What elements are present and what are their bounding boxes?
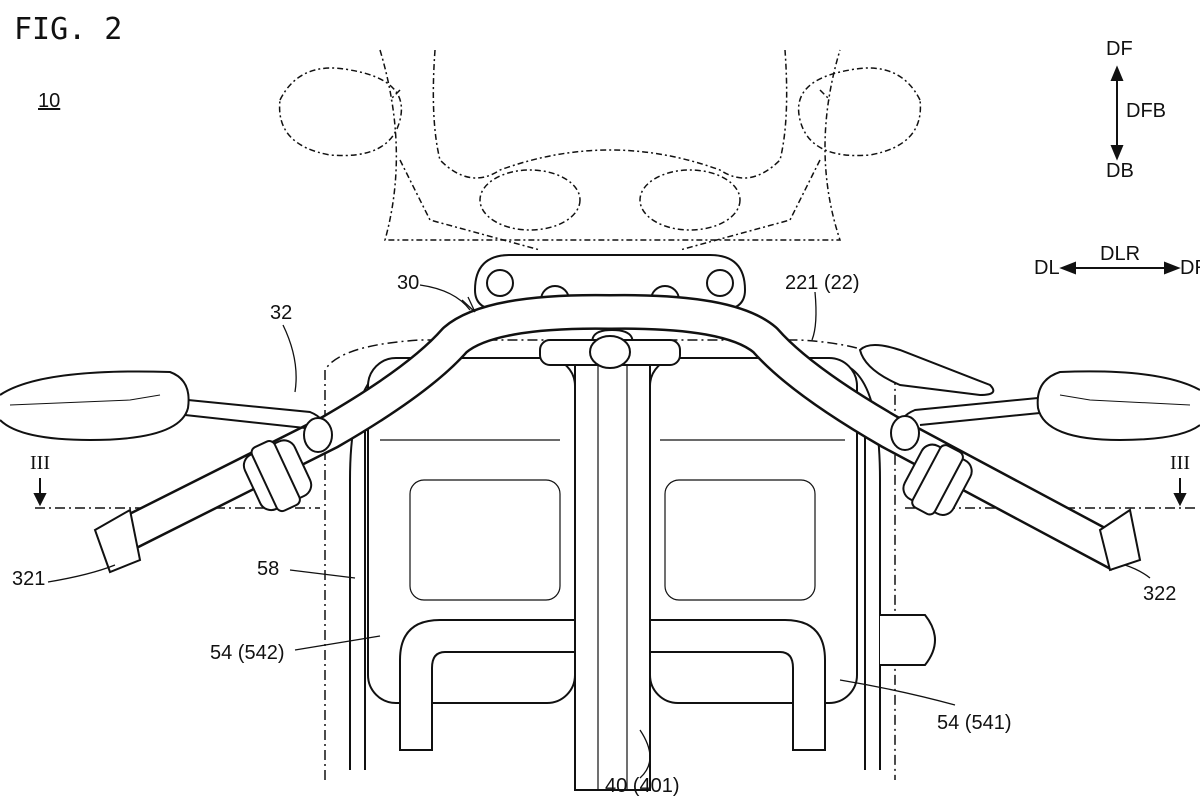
label-section-left: III	[30, 452, 50, 474]
label-321: 321	[12, 568, 46, 590]
label-32: 32	[270, 302, 293, 324]
grip-left	[93, 508, 142, 574]
grip-right	[1098, 508, 1142, 572]
dir-lr-axis: DLR	[1100, 243, 1141, 265]
mirror-right	[1036, 370, 1200, 442]
label-40-401: 40 (401)	[605, 775, 680, 797]
dir-left: DL	[1034, 257, 1060, 279]
figure-title: FIG. 2	[14, 12, 123, 47]
label-221: 221 (22)	[785, 272, 860, 294]
phantom-vehicle-outline	[278, 49, 922, 251]
direction-arrow-lr	[1059, 261, 1181, 275]
switch-housing-left	[242, 439, 313, 513]
figure-ref: 10	[38, 90, 61, 112]
label-30: 30	[397, 272, 420, 294]
switch-housing-right	[902, 443, 973, 516]
dir-fb-axis: DFB	[1126, 100, 1166, 122]
label-section-right: III	[1170, 452, 1190, 474]
brake-lever	[858, 344, 995, 397]
dir-right: DR	[1180, 257, 1200, 279]
direction-arrow-fb	[1110, 65, 1124, 161]
label-54-542: 54 (542)	[210, 642, 285, 664]
dir-back: DB	[1106, 160, 1134, 182]
leader-lines	[47, 284, 1151, 779]
label-58: 58	[257, 558, 280, 580]
mirror-left	[0, 370, 190, 442]
dir-front: DF	[1106, 38, 1133, 60]
steering-column	[574, 344, 651, 791]
label-54-541: 54 (541)	[937, 712, 1012, 734]
label-322: 322	[1143, 583, 1177, 605]
